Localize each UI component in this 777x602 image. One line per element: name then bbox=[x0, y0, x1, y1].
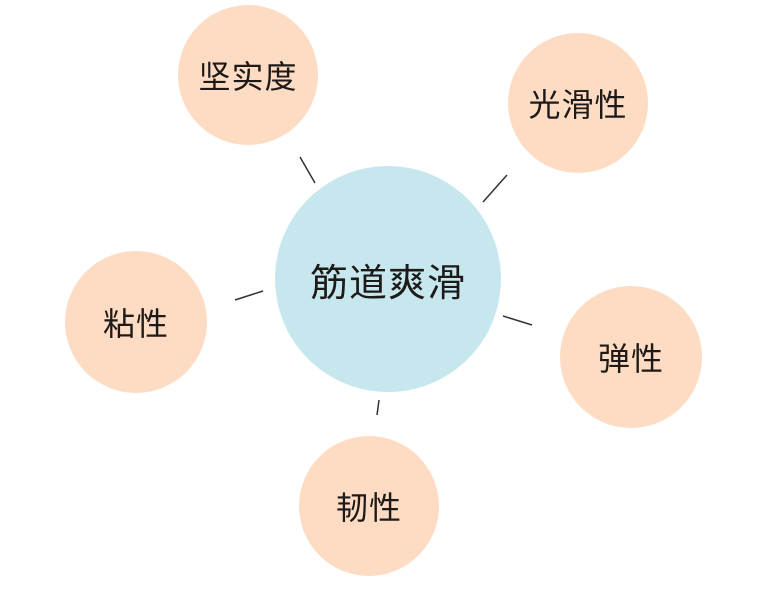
connector-firmness bbox=[299, 156, 316, 184]
leaf-node-firmness: 坚实度 bbox=[178, 5, 318, 145]
connector-toughness bbox=[376, 399, 380, 416]
leaf-node-stickiness: 粘性 bbox=[65, 251, 207, 393]
center-node-label: 筋道爽滑 bbox=[309, 260, 466, 305]
leaf-node-toughness: 韧性 bbox=[299, 436, 439, 576]
leaf-node-elasticity: 弹性 bbox=[560, 286, 702, 428]
connector-elasticity bbox=[502, 315, 533, 326]
leaf-node-label: 弹性 bbox=[597, 340, 664, 378]
connector-stickiness bbox=[234, 290, 264, 301]
center-node: 筋道爽滑 bbox=[275, 166, 501, 392]
leaf-node-label: 光滑性 bbox=[528, 86, 628, 124]
leaf-node-label: 粘性 bbox=[102, 305, 169, 343]
leaf-node-label: 坚实度 bbox=[198, 58, 298, 96]
leaf-node-label: 韧性 bbox=[335, 489, 402, 527]
leaf-node-smoothness: 光滑性 bbox=[508, 33, 648, 173]
connector-smoothness bbox=[482, 174, 508, 203]
